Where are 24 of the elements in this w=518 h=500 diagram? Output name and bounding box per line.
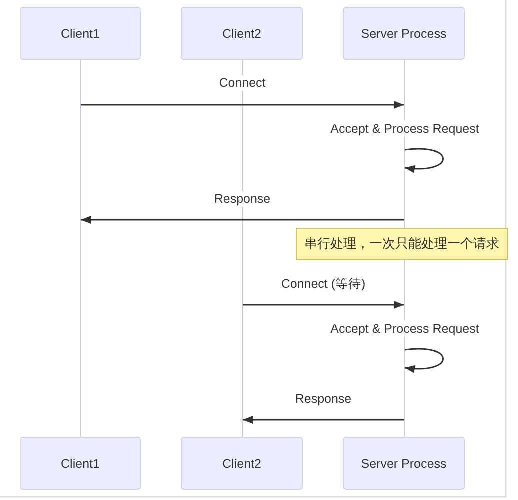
actor-box <box>181 7 303 60</box>
note-text: 串行处理，一次只能处理一个请求 <box>304 235 500 253</box>
self-message-arrow <box>404 348 444 373</box>
lifeline <box>80 60 81 437</box>
edge-label: Accept & Process Request <box>328 121 482 137</box>
actor-label: Client1 <box>61 456 100 470</box>
actor-box <box>181 437 303 490</box>
actor-label: Server Process <box>361 26 447 40</box>
lifeline <box>242 60 243 437</box>
actor-label: Client2 <box>222 456 262 470</box>
actor-label: Client2 <box>222 26 262 40</box>
message-arrow <box>243 416 404 424</box>
actor-box <box>343 7 465 60</box>
actor-box <box>343 437 465 490</box>
actor-box <box>20 7 141 60</box>
note-box <box>296 228 508 260</box>
message-arrow <box>243 301 404 309</box>
actor-box <box>20 437 141 490</box>
self-message-arrow <box>404 148 444 173</box>
actor-label: Client1 <box>61 26 100 40</box>
message-arrow <box>81 216 404 224</box>
edge-label: Accept & Process Request <box>328 321 482 337</box>
actor-label: Server Process <box>361 456 447 470</box>
message-arrow <box>81 101 404 109</box>
